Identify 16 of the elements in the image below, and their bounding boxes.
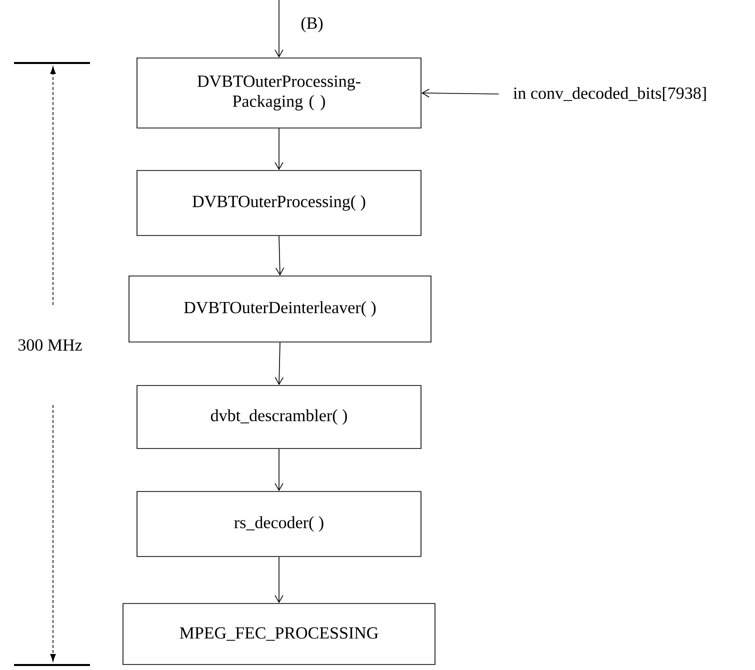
process-box: DVBTOuterProcessing- Packaging ( ) [136, 58, 422, 128]
arrow [274, 342, 284, 386]
edge-label: (B) [301, 16, 323, 32]
input-label: in conv_decoded_bits[7938] [513, 86, 706, 102]
arrow [275, 236, 284, 276]
arrow [274, 448, 284, 492]
dimension-label: 300 MHz [18, 339, 82, 351]
process-box: dvbt_descrambler( ) [136, 385, 422, 449]
arrow [421, 88, 500, 98]
arrow [274, 128, 284, 170]
arrow [274, 0, 284, 58]
process-box: MPEG_FEC_PROCESSING [122, 603, 436, 665]
process-box: rs_decoder( ) [136, 491, 422, 557]
process-box: DVBTOuterDeinterleaver( ) [128, 276, 432, 342]
process-box: DVBTOuterProcessing( ) [136, 170, 422, 236]
arrow [274, 556, 284, 604]
